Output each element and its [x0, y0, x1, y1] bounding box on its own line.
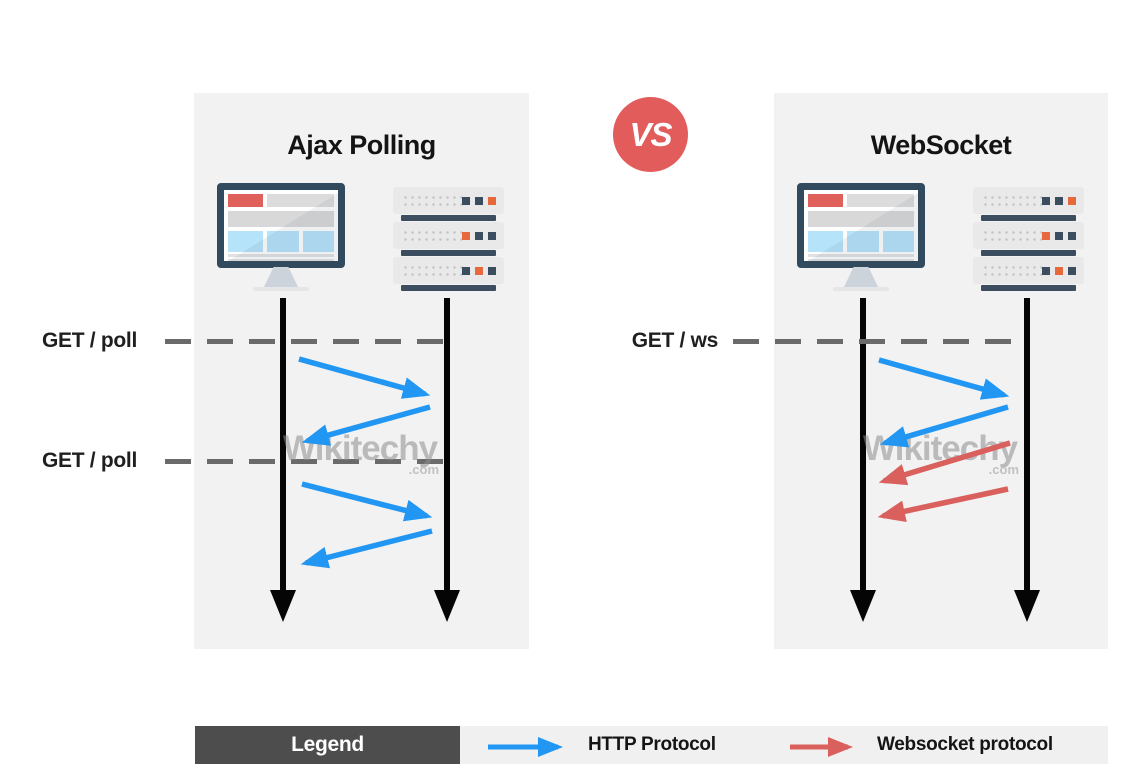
request-dashed-line	[165, 339, 448, 344]
browser-monitor-icon	[217, 183, 345, 293]
panel-ajax-polling	[194, 93, 529, 649]
legend-item-label: HTTP Protocol	[588, 734, 716, 755]
watermark: Wikitechy .com	[863, 429, 1019, 478]
panel-title-websocket: WebSocket	[870, 130, 1012, 160]
client-lifeline	[280, 298, 286, 590]
server-lifeline	[444, 298, 450, 590]
monitor-screen	[797, 183, 925, 268]
request-label: GET / ws	[631, 329, 719, 352]
panel-websocket	[774, 93, 1108, 649]
monitor-screen	[217, 183, 345, 268]
request-dashed-line	[733, 339, 1027, 344]
watermark: Wikitechy .com	[283, 429, 439, 478]
panel-title-ajax: Ajax Polling	[287, 130, 436, 160]
legend-item-label: Websocket protocol	[877, 734, 1053, 755]
legend-title: Legend	[195, 726, 460, 764]
client-lifeline	[860, 298, 866, 590]
server-lifeline	[1024, 298, 1030, 590]
request-label: GET / poll	[42, 449, 137, 472]
request-label: GET / poll	[42, 329, 137, 352]
request-dashed-line	[165, 459, 448, 464]
vs-badge: VS	[613, 97, 688, 172]
server-rack-icon	[393, 187, 504, 292]
browser-monitor-icon	[797, 183, 925, 293]
server-rack-icon	[973, 187, 1084, 292]
